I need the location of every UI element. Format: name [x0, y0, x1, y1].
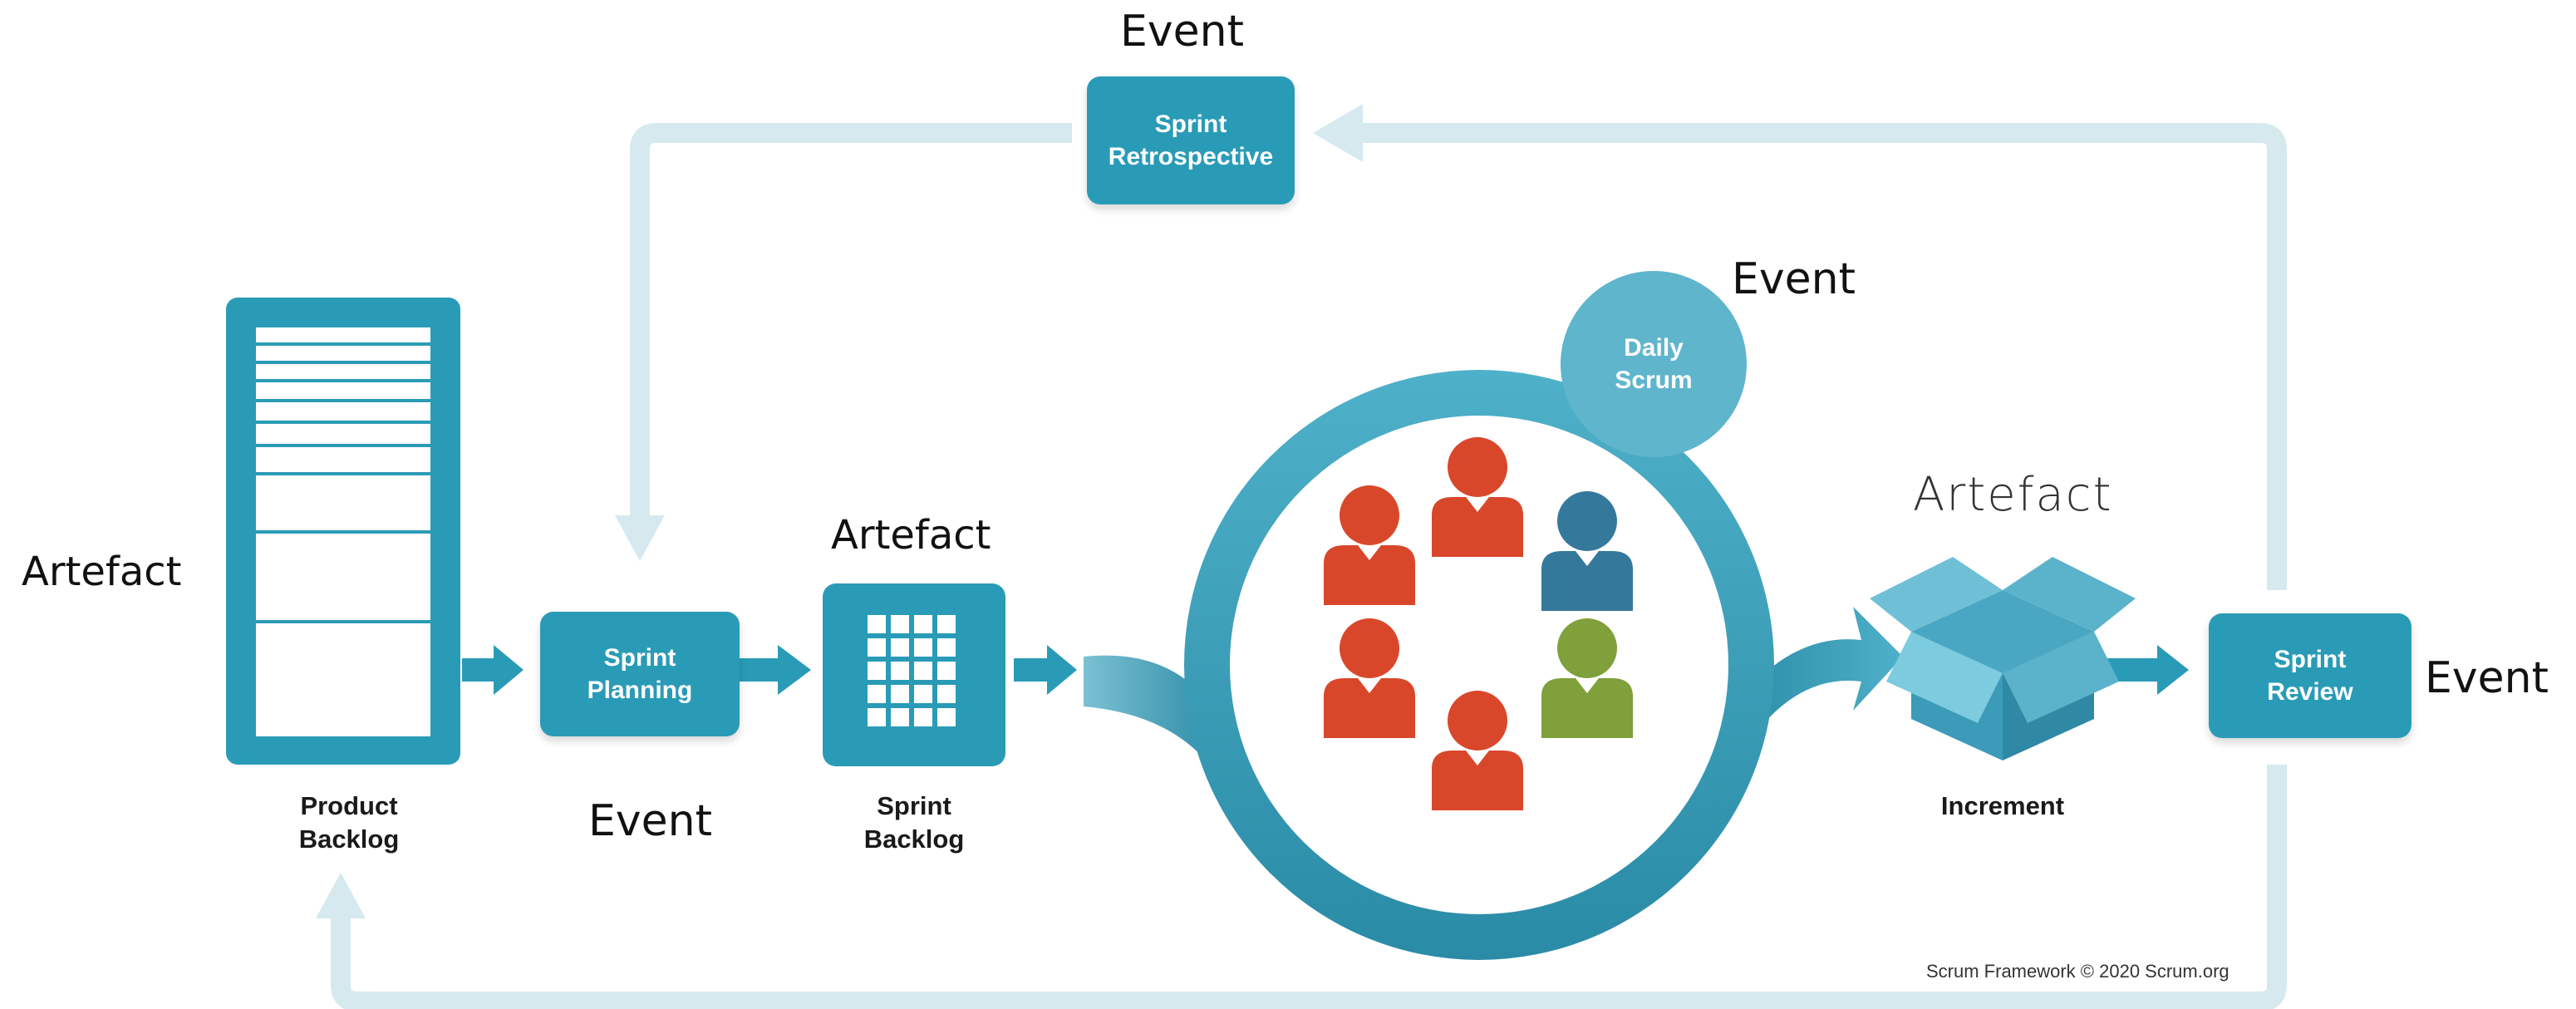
event-label-retrospective: Event [1120, 7, 1244, 57]
person-icon [1324, 485, 1415, 605]
copyright-notice: Scrum Framework © 2020 Scrum.org [1926, 961, 2229, 982]
person-icon [1324, 618, 1415, 738]
sprint-planning-box[interactable]: Sprint Planning [540, 612, 740, 736]
person-icon [1541, 491, 1633, 611]
sprint-backlog-caption: Sprint Backlog [863, 791, 965, 854]
product-backlog-graphic [226, 298, 460, 765]
artefact-label-product-backlog: Artefact [22, 549, 182, 595]
product-backlog-caption: Product Backlog [298, 791, 400, 854]
event-label-sprint-review: Event [2425, 653, 2549, 703]
backlog-return-arrow [316, 765, 2287, 1009]
retrospective-loop-arrow [615, 104, 2287, 590]
sprint-retrospective-box[interactable]: Sprint Retrospective [1087, 76, 1295, 204]
artefact-label-sprint-backlog: Artefact [831, 512, 991, 559]
daily-scrum-label[interactable]: Daily Scrum [1615, 334, 1693, 394]
artefact-label-increment: Artefact [1913, 468, 2113, 522]
person-icon [1541, 618, 1633, 738]
increment-caption: Increment [1940, 791, 2065, 820]
event-label-daily-scrum: Event [1732, 254, 1856, 304]
event-label-sprint-planning: Event [588, 796, 712, 846]
person-icon [1432, 691, 1523, 810]
scrum-team-label-graphic: 1 Scrum Team [1384, 863, 1574, 913]
daily-scrum-circle [1561, 271, 1747, 457]
scrum-team-label: 1 Scrum Team [1384, 863, 1574, 913]
svg-text:1 Scrum Team: 1 Scrum Team [1384, 863, 1574, 913]
flow-arrows [462, 645, 2189, 695]
open-box-icon [1870, 557, 2136, 760]
sprint-review-box[interactable]: Sprint Review [2209, 613, 2411, 738]
sprint-backlog-graphic [823, 583, 1005, 766]
sprint-exit-swoosh [1728, 607, 1903, 748]
person-icon [1432, 437, 1523, 557]
